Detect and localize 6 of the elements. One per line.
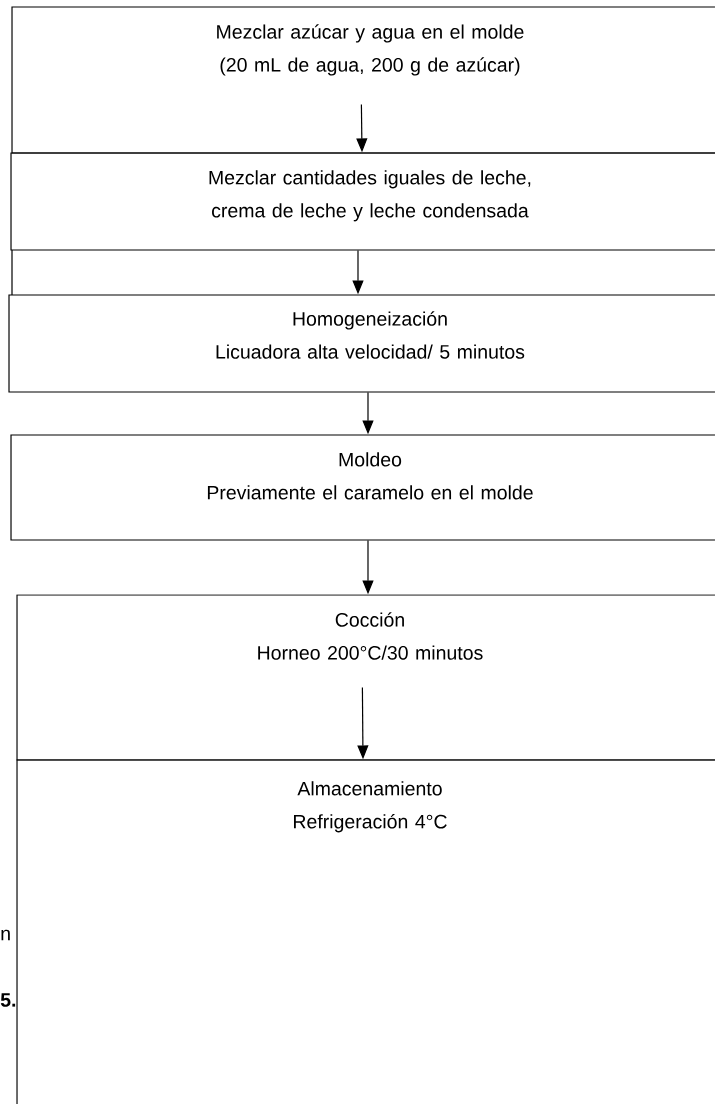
process-box: Mezclar azúcar y agua en el molde (20 mL de agua, 200 g de azúcar)	[11, 6, 715, 154]
process-box: Homogeneización Licuadora alta velocidad/ 5 minutos	[8, 294, 715, 393]
process-box: Almacenamiento Refrigeración 4°C	[16, 759, 715, 1104]
process-box: Mezclar cantidades iguales de leche, crema de leche y leche condensada	[10, 152, 715, 251]
process-box: Cocción Horneo 200°C/30 minutos	[16, 594, 715, 761]
process-box: Moldeo Previamente el caramelo en el molde	[10, 434, 715, 541]
